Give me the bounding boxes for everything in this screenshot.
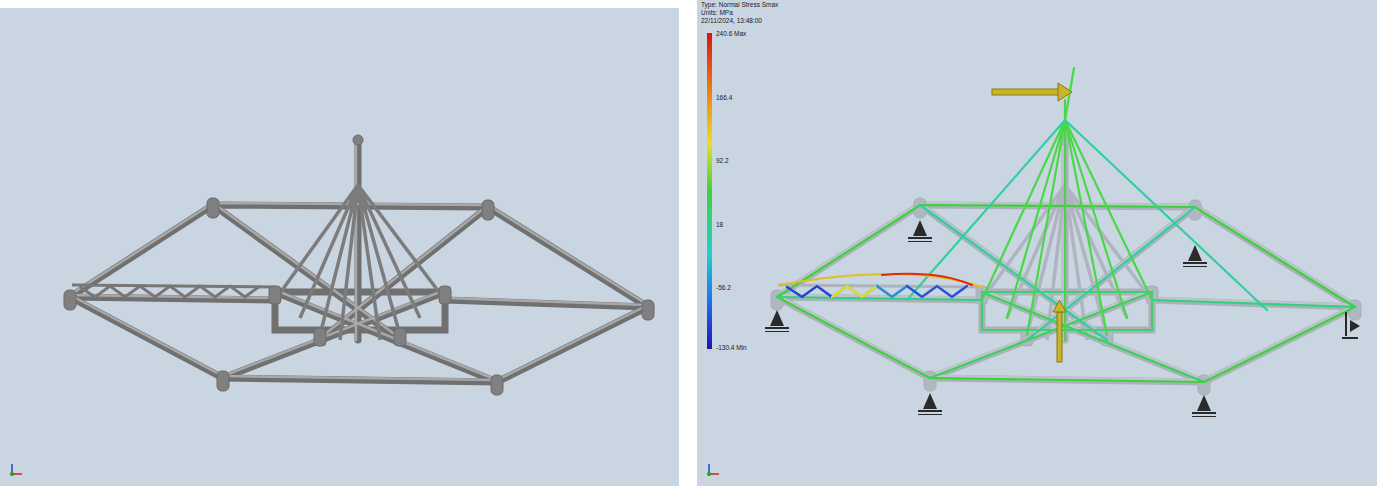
axis-triad — [10, 464, 719, 476]
legend-header: Units: MPa — [701, 10, 733, 17]
scale-value: -130.4 Min — [716, 345, 747, 352]
legend-header: 22/11/2024, 13:48:00 — [701, 18, 762, 25]
fixed-support — [765, 220, 1360, 417]
legend-header: Type: Normal Stress Smax — [701, 2, 778, 9]
stress-lines — [777, 68, 1355, 382]
scale-value: 240.6 Max — [716, 31, 746, 38]
scale-value: 18 — [716, 222, 723, 229]
scale-value: 92.2 — [716, 158, 729, 165]
scale-value: -56.2 — [716, 285, 731, 292]
color-bar — [707, 33, 712, 349]
scale-value: 166.4 — [716, 95, 732, 102]
viewport-panel — [697, 0, 1377, 486]
load-arrow — [992, 83, 1072, 362]
cad-model — [64, 135, 654, 395]
viewport-panel — [0, 8, 679, 486]
